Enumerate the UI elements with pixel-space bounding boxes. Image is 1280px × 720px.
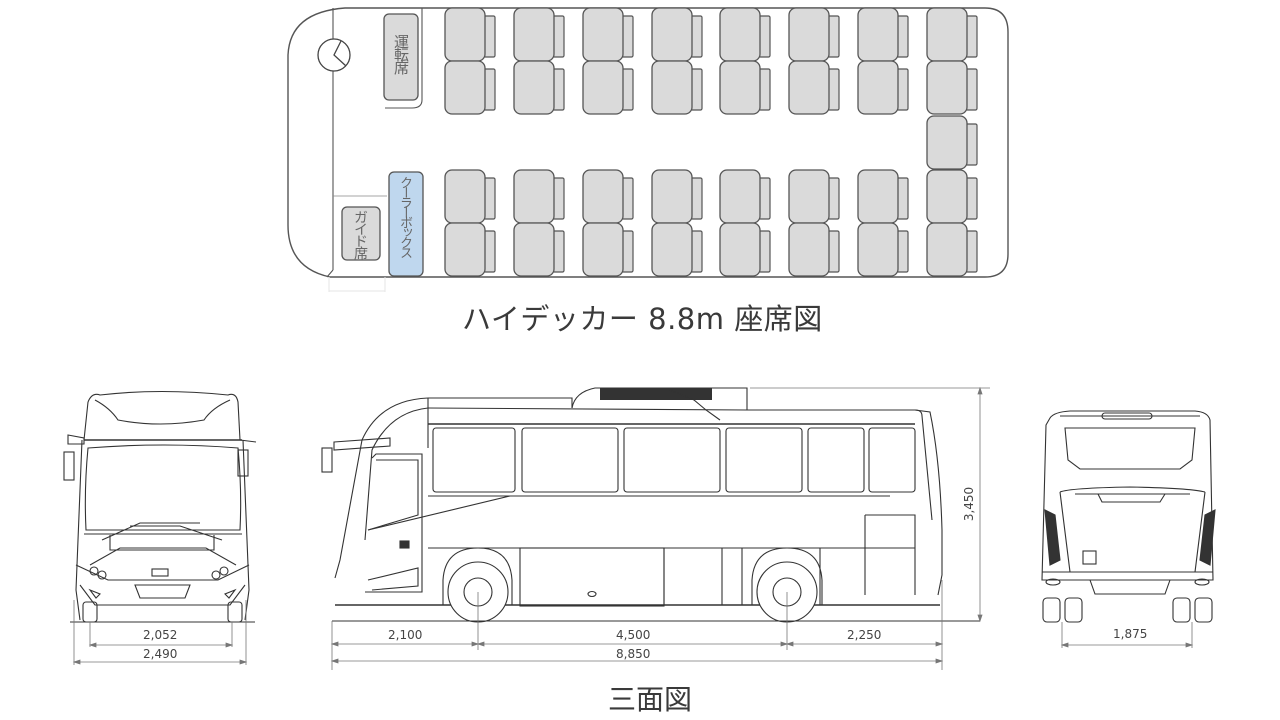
three-view-title: 三面図 — [608, 683, 693, 716]
seat-map: 運転席 ガイド席 クーラーボックス — [0, 0, 1280, 300]
dim-rear-track: 1,875 — [1113, 627, 1148, 641]
dim-front-overhang: 2,100 — [388, 628, 423, 642]
driver-seat — [383, 13, 419, 101]
rear-view: 1,875 — [1020, 380, 1260, 680]
driver-seat-label: 運転席 — [392, 34, 410, 73]
rear-view-drawing — [1041, 410, 1216, 648]
front-view: 2,052 2,490 — [0, 380, 280, 680]
side-view: 2,100 4,500 2,250 8,850 3,450 — [310, 380, 1010, 680]
cooler-box — [388, 171, 424, 277]
dim-overall-length: 8,850 — [616, 647, 651, 661]
seat-map-drawing — [287, 7, 1009, 292]
steering-wheel-icon — [317, 38, 351, 72]
dim-overall-height: 3,450 — [962, 486, 977, 522]
dim-rear-overhang: 2,250 — [847, 628, 882, 642]
side-view-drawing — [321, 386, 990, 670]
dim-overall-width: 2,490 — [143, 647, 178, 661]
front-view-drawing — [63, 390, 257, 665]
guide-seat — [341, 206, 381, 261]
rear-center-seat — [926, 115, 978, 170]
seat-map-title: ハイデッカー 8.8m 座席図 — [462, 302, 823, 336]
cooler-box-label: クーラーボックス — [397, 176, 412, 256]
dim-wheelbase: 4,500 — [616, 628, 651, 642]
dim-front-track: 2,052 — [143, 628, 178, 642]
guide-seat-label: ガイド席 — [352, 210, 368, 258]
